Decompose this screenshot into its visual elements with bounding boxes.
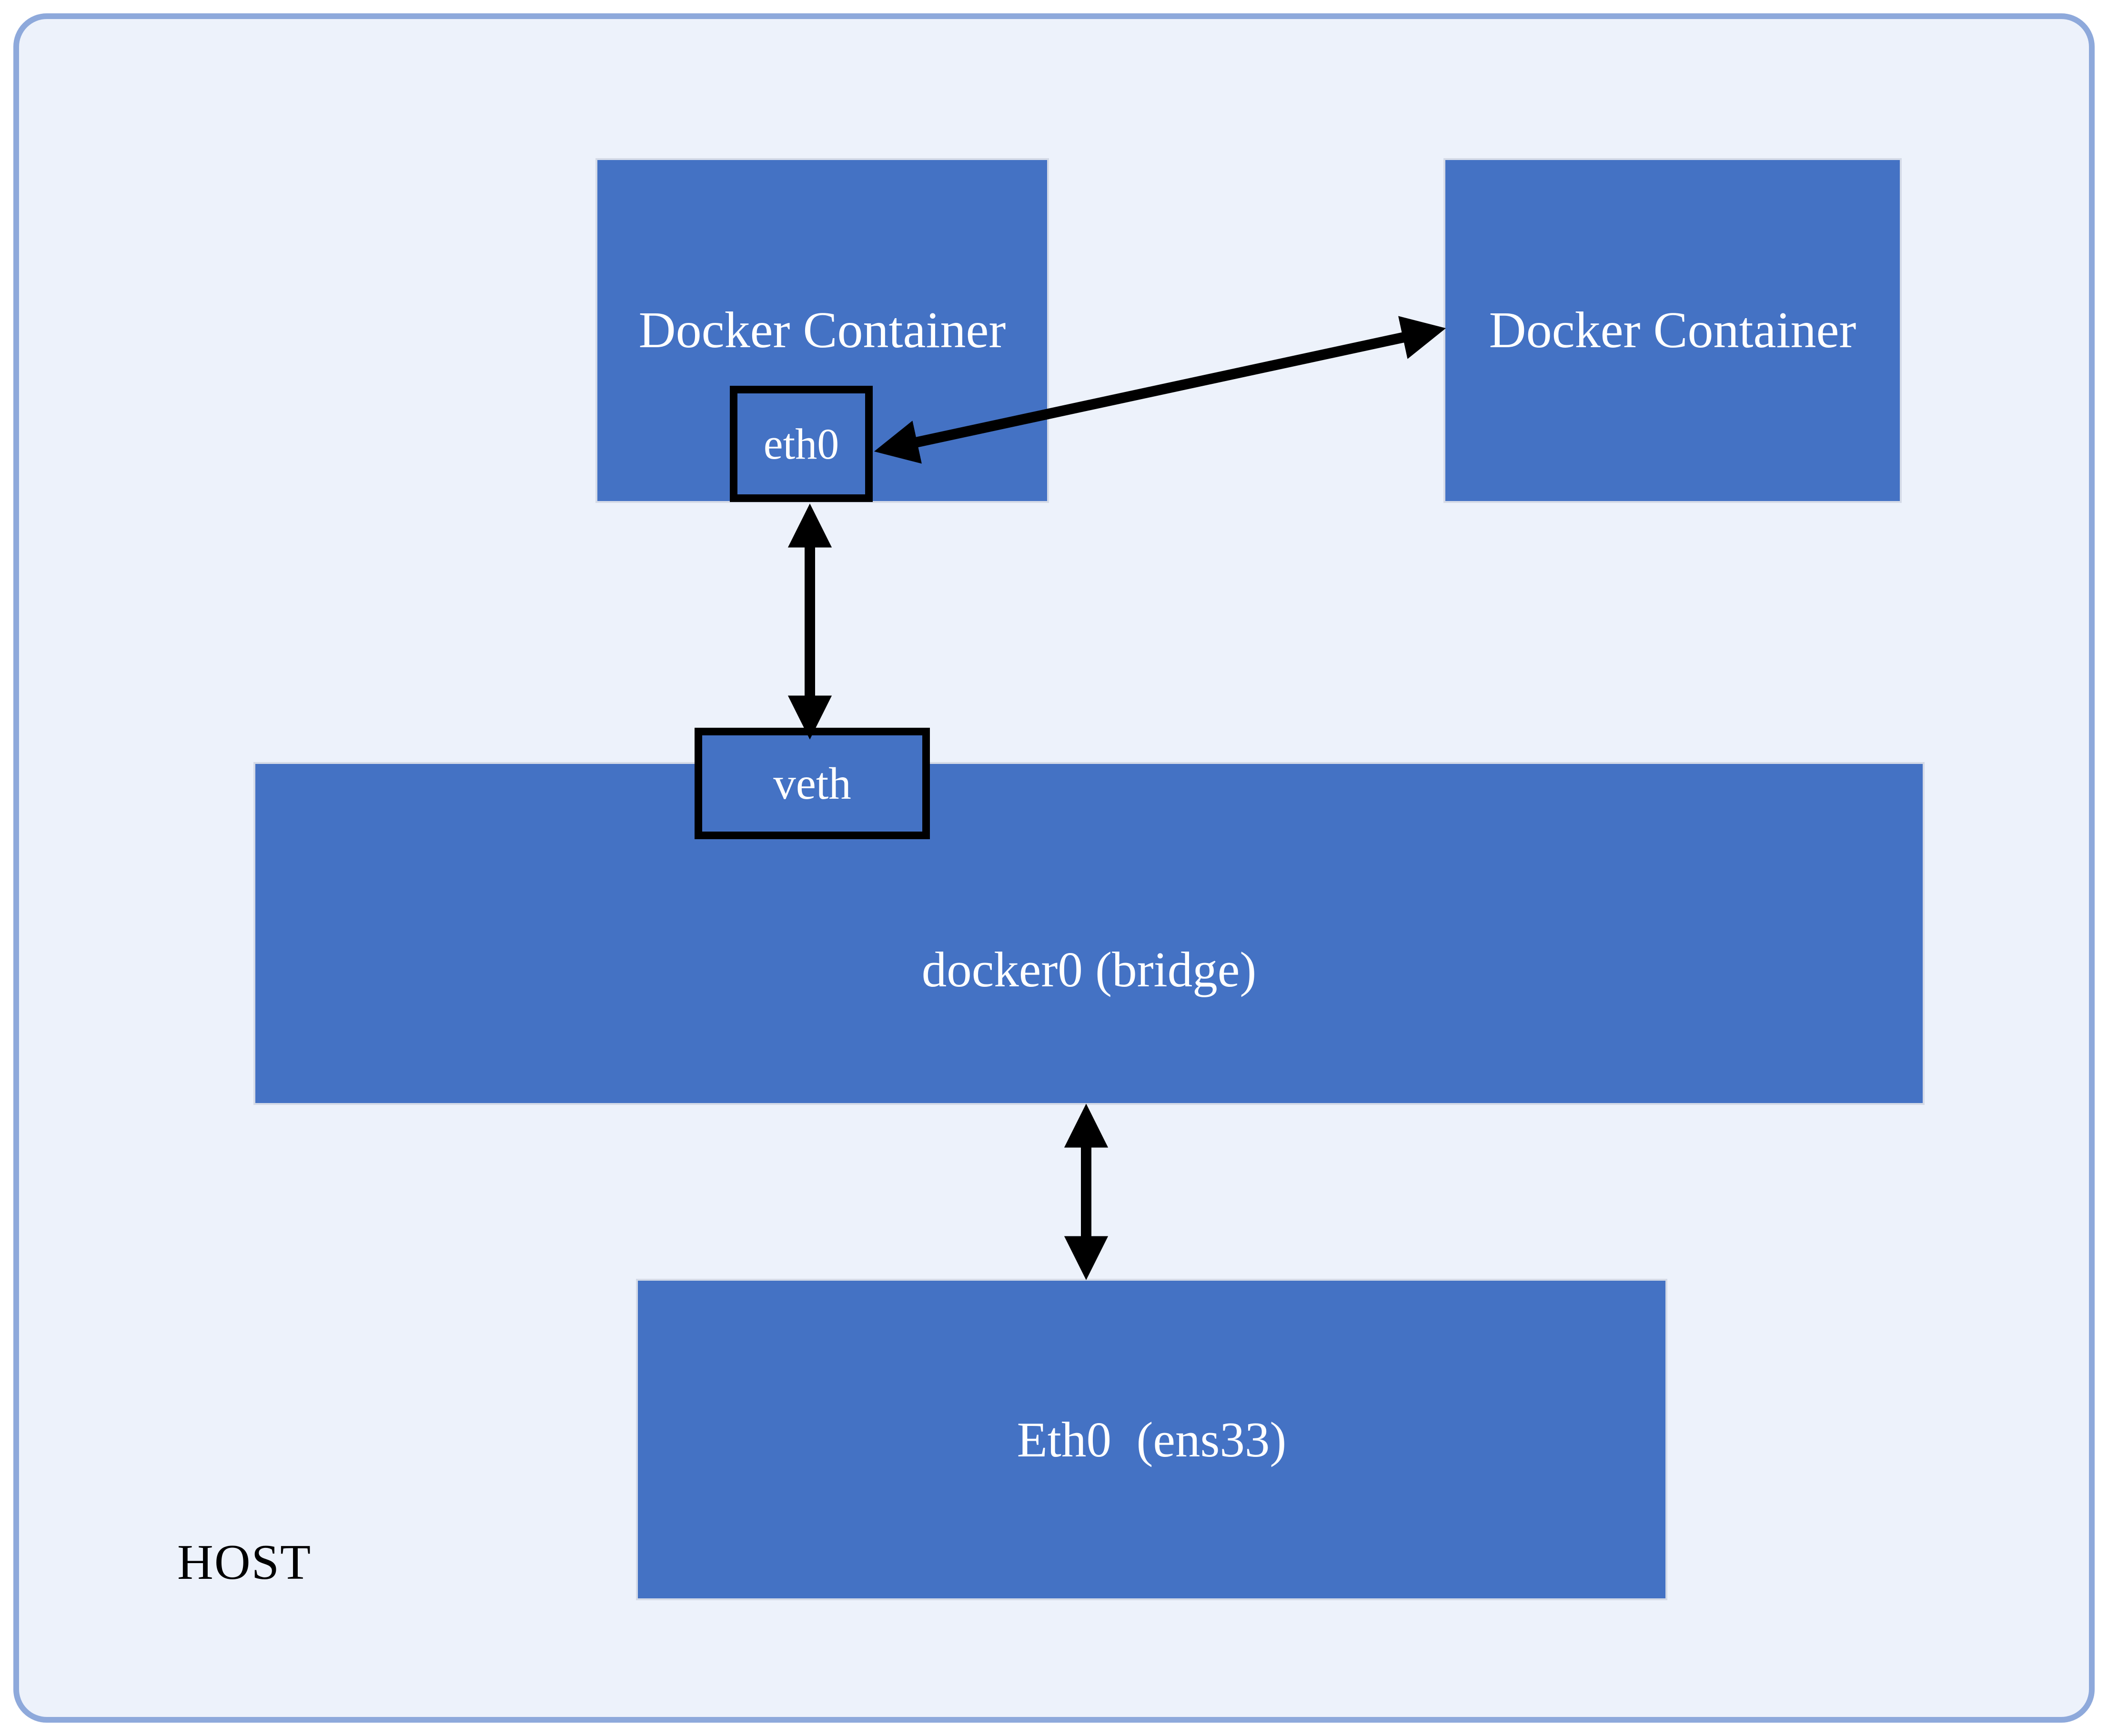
node-docker-container-left-label: Docker Container xyxy=(638,302,1006,359)
host-frame-label: HOST xyxy=(177,1534,312,1590)
node-eth0-ens33: Eth0 (ens33) xyxy=(636,1279,1667,1600)
node-docker0-bridge: docker0 (bridge) xyxy=(253,762,1925,1105)
port-eth0-label: eth0 xyxy=(763,420,839,468)
node-docker-container-right: Docker Container xyxy=(1443,158,1902,503)
node-docker0-bridge-label: docker0 (bridge) xyxy=(921,941,1257,997)
port-veth-label: veth xyxy=(773,758,851,809)
port-veth: veth xyxy=(695,728,930,839)
node-eth0-ens33-label: Eth0 (ens33) xyxy=(1017,1412,1287,1467)
node-docker-container-right-label: Docker Container xyxy=(1489,302,1856,359)
port-eth0: eth0 xyxy=(730,386,873,502)
